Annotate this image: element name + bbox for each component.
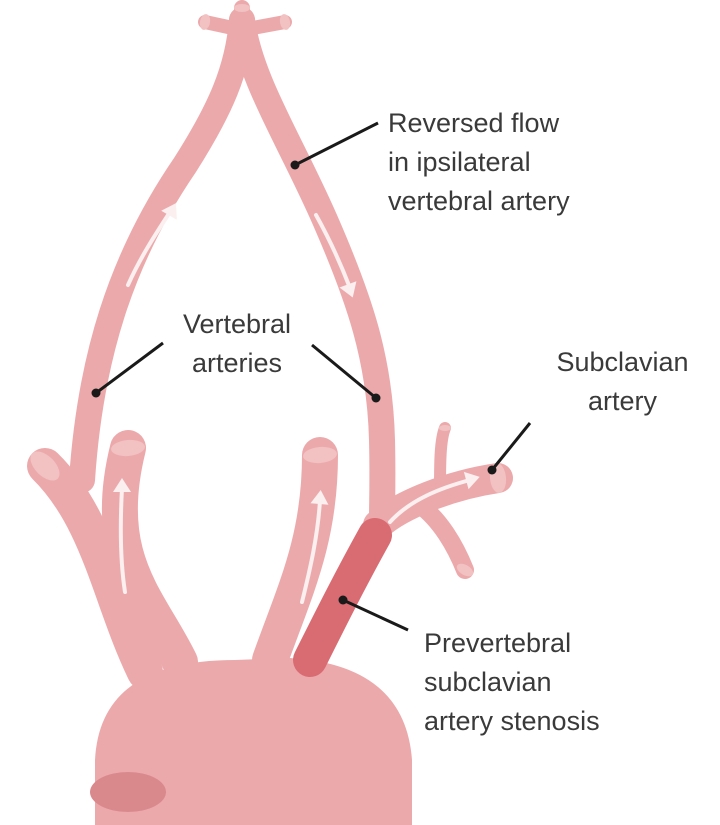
vessel-opening (199, 14, 211, 30)
vessel-opening (439, 425, 451, 431)
label-line: Vertebral (182, 309, 292, 339)
flow-arrows (113, 203, 480, 604)
label-line: arteries (191, 348, 283, 378)
arrowhead-icon (310, 490, 329, 505)
vessel-opening (279, 14, 291, 30)
label-subclavian-artery: Subclavian artery (535, 343, 710, 421)
label-vertebral-arteries: Vertebral arteries (162, 305, 312, 383)
arrowhead-icon (339, 281, 357, 298)
dot-icon (91, 388, 101, 398)
label-line: in ipsilateral (388, 147, 531, 177)
label-stenosis: Prevertebral subclavian artery stenosis (424, 624, 600, 741)
leader-lines (91, 121, 532, 632)
leader-line (490, 422, 532, 471)
label-line: artery stenosis (424, 706, 600, 736)
arrowhead-icon (161, 203, 177, 220)
flow-arrow-shaft (388, 478, 472, 524)
label-line: Subclavian (556, 347, 689, 377)
label-line: Reversed flow (388, 108, 560, 138)
dot-icon (487, 465, 497, 475)
label-reversed-flow: Reversed flow in ipsilateral vertebral a… (388, 104, 570, 221)
basilar-branch-right (235, 15, 292, 37)
subclavian-branch-down (411, 496, 474, 579)
right-carotid (252, 437, 338, 678)
arrowhead-icon (463, 471, 480, 490)
leader-line (342, 598, 409, 632)
vessel-opening (234, 4, 250, 12)
dot-icon (290, 160, 300, 170)
label-line: vertebral artery (388, 186, 570, 216)
left-subclavian-stump (27, 448, 163, 690)
left-vertebral-artery (69, 7, 255, 493)
leader-line (294, 121, 379, 167)
dot-icon (371, 393, 381, 403)
subclavian-branch-up (434, 422, 451, 496)
vessel-opening (111, 439, 145, 457)
dot-icon (338, 595, 348, 605)
vessel-opening (30, 451, 60, 481)
leader-line (311, 343, 377, 400)
flow-arrow-shaft (314, 213, 352, 290)
leader-line (95, 341, 164, 395)
label-line: artery (587, 386, 658, 416)
aortic-arch (95, 658, 412, 825)
vessel-opening (303, 446, 337, 464)
flow-arrow-shaft (118, 486, 127, 594)
label-line: Prevertebral (424, 628, 572, 658)
flow-arrow-shaft (126, 210, 172, 287)
label-line: subclavian (424, 667, 552, 697)
aortic-arch-opening (90, 772, 166, 812)
vessel-opening (456, 563, 474, 577)
arrowhead-icon (113, 478, 131, 492)
flow-arrow-shaft (300, 498, 322, 604)
